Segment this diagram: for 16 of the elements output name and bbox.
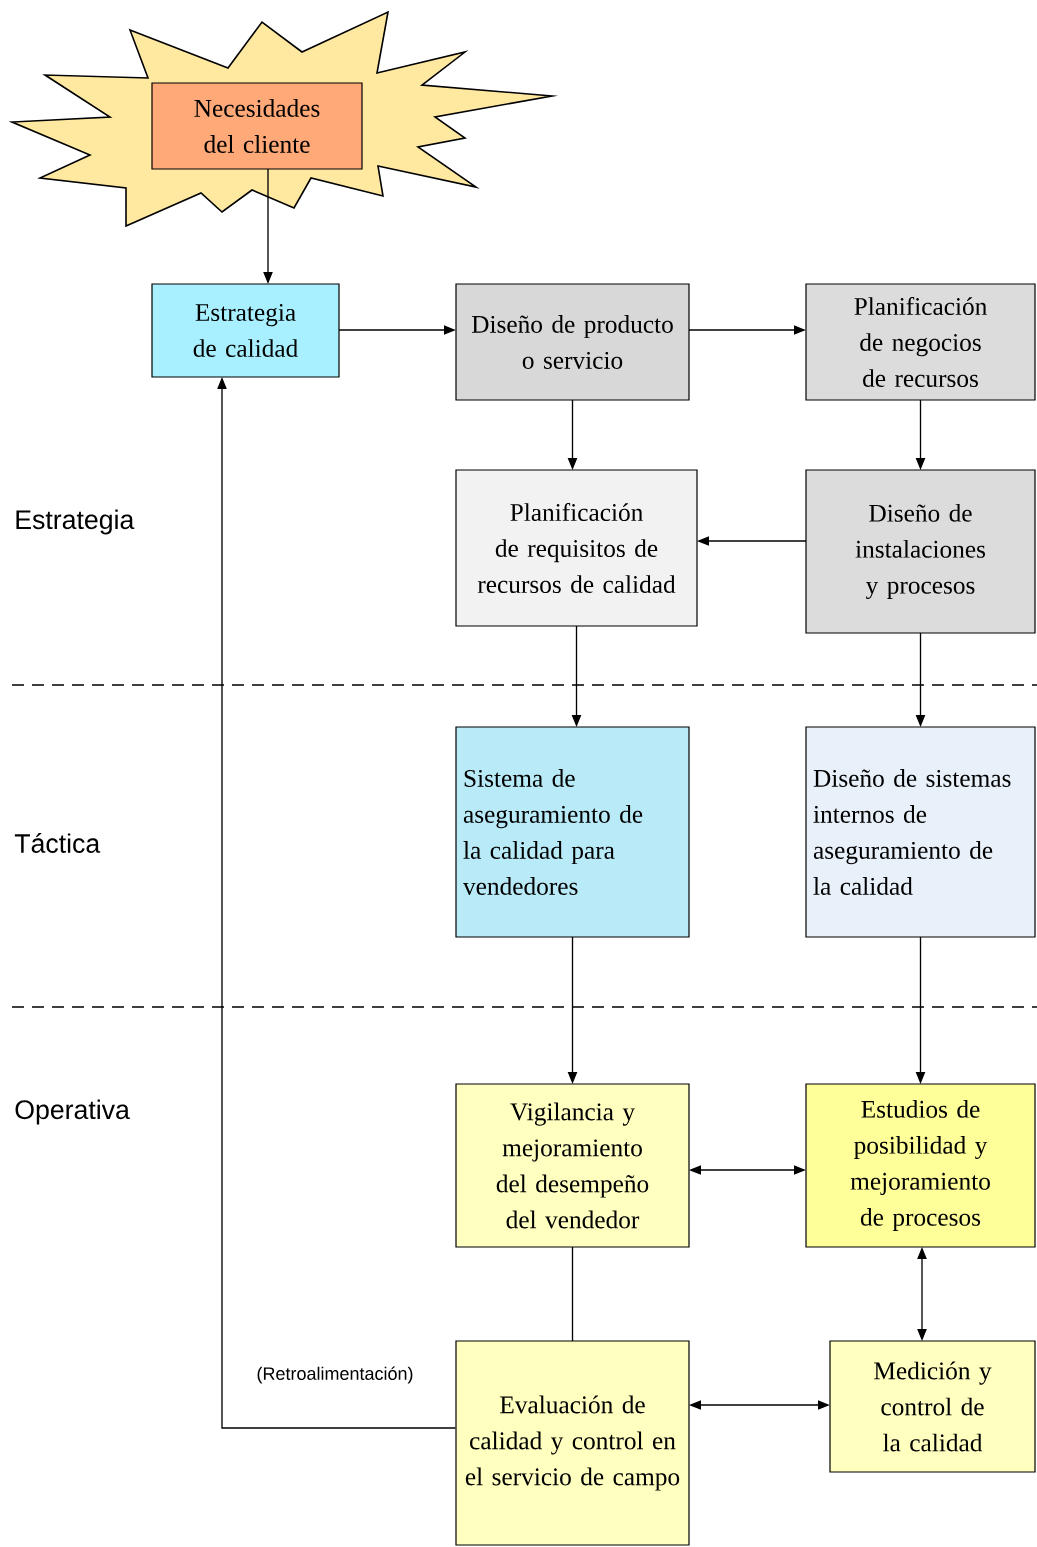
process-box: Diseño de producto o servicio [455, 283, 690, 401]
process-box: Vigilancia y mejoramiento del desempeño del vendedor [455, 1083, 690, 1248]
level-label: Táctica [14, 833, 101, 853]
process-box: Evaluación de calidad y control en el servicio de campo [455, 1340, 690, 1546]
process-box: Sistema de aseguramiento de la calidad para vendedores [455, 726, 690, 938]
process-box: Diseño de instalaciones y procesos [805, 469, 1036, 634]
process-box: Planificación de negocios de recursos [805, 283, 1036, 401]
process-box: Estrategia de calidad [151, 283, 340, 378]
edge-label: (Retroalimentación) [255, 1365, 415, 1385]
process-box: Planificación de requisitos de recursos de calidad [455, 469, 698, 627]
level-label: Estrategia [16, 509, 135, 535]
level-label: Operativa [15, 1099, 130, 1125]
process-box: Necesidades del cliente [151, 82, 363, 170]
process-box: Estudios de posibilidad y mejoramiento de procesos [805, 1083, 1036, 1248]
process-box: Diseño de sistemas internos de aseguramiento de la calidad [805, 726, 1036, 938]
process-box: Medición y control de la calidad [829, 1340, 1036, 1473]
